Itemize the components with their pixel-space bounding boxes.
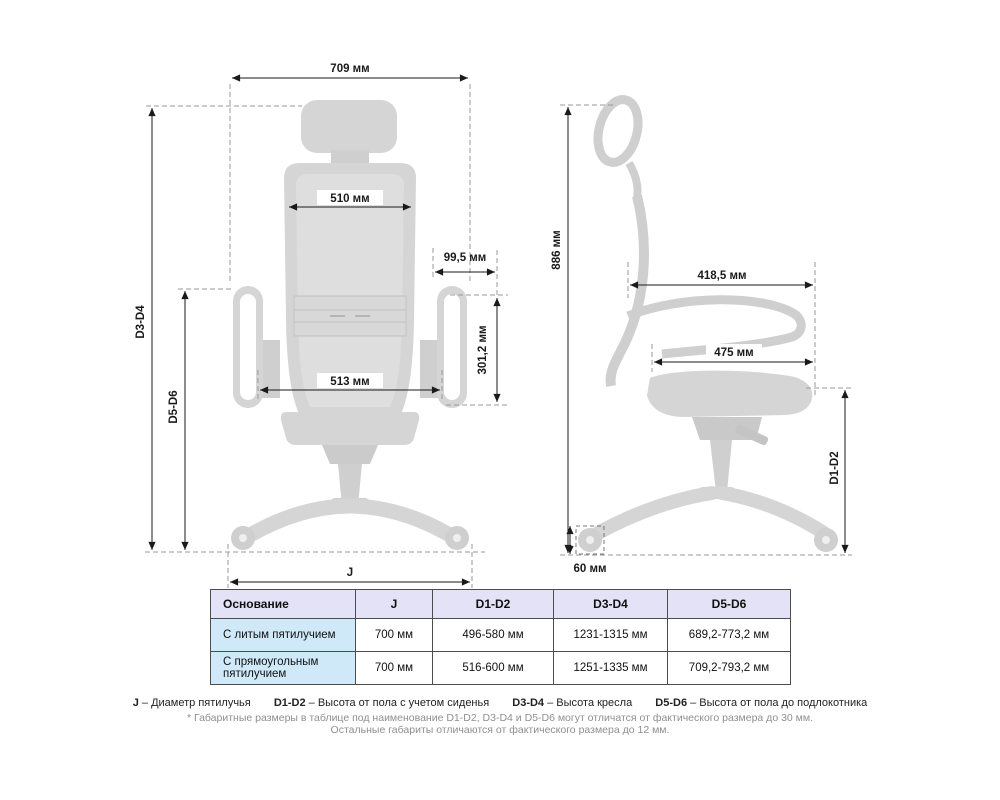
side-gas-lift xyxy=(710,440,732,492)
cell-d3d4-1: 1251-1335 мм xyxy=(553,651,668,685)
side-tilt-lever xyxy=(735,424,769,446)
dim-label-front-top-width: 709 мм xyxy=(330,63,369,75)
header-base-type: Основание xyxy=(210,589,356,619)
left-armrest-inner xyxy=(240,294,256,400)
side-front-caster-hub xyxy=(586,536,594,544)
left-caster-hub xyxy=(239,534,247,542)
dim-label-back-width: 510 мм xyxy=(330,193,369,205)
dim-label-armrest-height: D5-D6 xyxy=(168,390,180,423)
cell-j-1: 700 мм xyxy=(355,651,433,685)
legend-item-d3d4: D3-D4 – Высота кресла xyxy=(512,697,632,709)
legend-desc-d1d2: – Высота от пола с учетом сиденья xyxy=(305,697,490,709)
dim-label-chair-height: D3-D4 xyxy=(135,305,147,339)
cell-d5d6-1: 709,2-793,2 мм xyxy=(667,651,791,685)
header-j: J xyxy=(355,589,433,619)
legend-term-j: J xyxy=(132,697,139,709)
gas-lift xyxy=(338,464,362,506)
seat xyxy=(280,412,420,445)
backrest-mesh xyxy=(296,174,404,407)
dim-label-back-height: 301,2 мм xyxy=(477,326,489,375)
cell-j-0: 700 мм xyxy=(355,618,433,652)
cell-d1d2-0: 496-580 мм xyxy=(432,618,554,652)
legend-desc-d5d6: – Высота от пола до подлокотника xyxy=(687,697,868,709)
dimension-labels: 709 мм 510 мм 99,5 мм 301,2 мм 513 мм D3… xyxy=(135,63,841,579)
dim-label-base-diameter: J xyxy=(347,567,353,579)
cell-d3d4-0: 1231-1315 мм xyxy=(553,618,668,652)
lumbar-support xyxy=(293,295,407,337)
dim-label-seat-width: 513 мм xyxy=(330,376,369,388)
side-rear-caster-hub xyxy=(822,536,830,544)
headrest-stem xyxy=(331,150,369,166)
header-d5d6: D5-D6 xyxy=(667,589,791,619)
table-header-row: Основание J D1-D2 D3-D4 D5-D6 xyxy=(210,589,791,619)
legend-term-d3d4: D3-D4 xyxy=(512,697,545,709)
table-row-cast-base: С литым пятилучием 700 мм 496-580 мм 123… xyxy=(210,618,791,652)
legend-term-d5d6: D5-D6 xyxy=(655,697,688,709)
dim-label-caster-size: 60 мм xyxy=(573,563,606,575)
left-armrest-bracket xyxy=(258,340,280,398)
caster-measure-box xyxy=(575,525,605,555)
cell-d5d6-0: 689,2-773,2 мм xyxy=(667,618,791,652)
cell-d1d2-1: 516-600 мм xyxy=(432,651,554,685)
side-headrest xyxy=(593,95,643,167)
legend-line: J – Диаметр пятилучья D1-D2 – Высота от … xyxy=(0,697,1000,709)
side-base-front-leg xyxy=(591,486,719,540)
legend-item-d1d2: D1-D2 – Высота от пола с учетом сиденья xyxy=(274,697,489,709)
legend-item-j: J – Диаметр пятилучья xyxy=(133,697,251,709)
right-armrest-inner xyxy=(444,294,460,400)
legend-desc-j: – Диаметр пятилучья xyxy=(138,697,251,709)
extension-lines xyxy=(145,84,852,588)
dim-label-seat-depth: 475 мм xyxy=(714,347,753,359)
seat-mechanism xyxy=(322,445,378,464)
footnote-tolerance-12mm: Остальные габариты отличаются от фактиче… xyxy=(330,724,670,736)
side-seat xyxy=(647,370,813,417)
footnote-tolerance-30mm: * Габаритные размеры в таблице под наиме… xyxy=(186,712,814,724)
side-back-frame xyxy=(605,194,649,387)
side-base-rear-leg xyxy=(715,486,831,540)
dim-label-headrest-offset: 99,5 мм xyxy=(444,252,487,264)
headrest xyxy=(301,100,397,153)
header-d3d4: D3-D4 xyxy=(553,589,668,619)
right-caster-hub xyxy=(453,534,461,542)
legend-term-d1d2: D1-D2 xyxy=(273,697,306,709)
table-row-rect-base: С прямоугольным пятилучием 700 мм 516-60… xyxy=(210,651,791,685)
legend-desc-d3d4: – Высота кресла xyxy=(544,697,633,709)
dim-label-upper-depth: 418,5 мм xyxy=(698,270,747,282)
dimension-lines xyxy=(148,74,849,586)
dim-label-total-height: 886 мм xyxy=(551,230,563,269)
base-right-leg xyxy=(344,498,456,542)
row-label-cast-base: С литым пятилучием xyxy=(210,618,356,652)
base-left-leg xyxy=(244,498,356,542)
chair-dimensions-diagram: 709 мм 510 мм 99,5 мм 301,2 мм 513 мм D3… xyxy=(135,63,852,588)
row-label-rect-base: С прямоугольным пятилучием xyxy=(210,651,356,685)
header-d1d2: D1-D2 xyxy=(432,589,554,619)
side-view-chair xyxy=(578,95,838,552)
dimensions-table: Основание J D1-D2 D3-D4 D5-D6 С литым пя… xyxy=(210,589,791,685)
front-view-chair xyxy=(231,100,469,550)
right-armrest-bracket xyxy=(420,340,442,398)
dim-label-seat-height: D1-D2 xyxy=(829,451,841,484)
legend-item-d5d6: D5-D6 – Высота от пола до подлокотника xyxy=(655,697,867,709)
side-headrest-stem xyxy=(625,160,642,199)
